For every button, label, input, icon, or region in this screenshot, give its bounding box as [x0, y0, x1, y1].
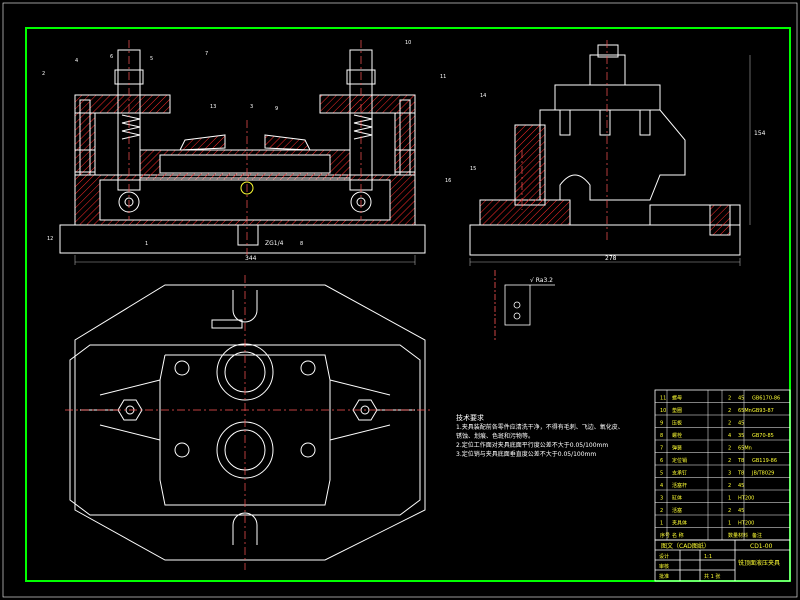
bom-cell-std: GB6170-86: [752, 396, 780, 402]
leader-label: 12: [47, 236, 53, 242]
bom-cell-name: 弹簧: [672, 445, 682, 452]
bom-cell-no: 5: [660, 471, 663, 477]
title-designer: 设计: [659, 553, 669, 560]
tech-note-line: 2.定位工作面对夹具底面平行度公差不大于0.05/100mm: [456, 442, 609, 449]
bom-cell-std: GB93-87: [752, 408, 774, 414]
bom-cell-std: GB119-86: [752, 458, 777, 464]
bom-cell-std: 备注: [752, 532, 762, 539]
bom-cell-no: 8: [660, 433, 663, 439]
bom-cell-std: GB70-85: [752, 433, 774, 439]
leader-label: 13: [210, 104, 216, 110]
side-height-dim: 154: [754, 130, 766, 137]
bom-cell-qty: 2: [728, 396, 731, 402]
bom-cell-no: 6: [660, 458, 663, 464]
bom-cell-qty: 2: [728, 508, 731, 514]
title-name: 铣顶面液压夹具: [738, 559, 780, 567]
leader-label: 16: [445, 178, 451, 184]
leader-label: 2: [42, 71, 45, 77]
leader-label: 15: [470, 166, 476, 172]
bom-cell-no: 11: [660, 396, 666, 402]
bom-cell-name: 垫圈: [672, 407, 682, 414]
bom-cell-name: 夹具体: [672, 520, 687, 527]
leader-label: 5: [150, 56, 153, 62]
tech-note-line: 锈蚀、划痕、色斑和污物等。: [456, 433, 535, 440]
bom-cell-no: 7: [660, 446, 663, 452]
bom-cell-mat: T8: [737, 471, 744, 477]
bom-cell-name: 名 称: [672, 532, 684, 539]
title-sheet: 共 1 张: [704, 573, 720, 580]
bom-cell-mat: 65Mn: [738, 408, 752, 414]
bom-cell-mat: 45: [738, 396, 744, 402]
title-org: 图文（CAD图纸）: [661, 542, 710, 550]
leader-label: 4: [75, 58, 78, 64]
bom-cell-qty: 数量: [728, 532, 738, 539]
drawing-border: [25, 27, 791, 582]
bom-cell-name: 定位销: [672, 457, 687, 464]
leader-label: 9: [275, 106, 278, 112]
bom-cell-qty: 3: [728, 471, 731, 477]
leader-label: 1: [145, 241, 148, 247]
front-width-dim: 344: [245, 255, 257, 262]
bom-cell-mat: T8: [737, 458, 744, 464]
bom-cell-no: 9: [660, 421, 663, 427]
side-view: [469, 44, 741, 256]
top-view: [69, 284, 426, 561]
bom-cell-name: 压板: [672, 420, 682, 427]
bom-cell-mat: 材料: [738, 532, 748, 539]
tech-note-line: 1.夹具装配前各零件应清洗干净，不得有毛刺、飞边、氧化皮、: [456, 424, 624, 431]
bom-cell-no: 4: [660, 483, 663, 489]
thread-label: ZG1/4: [265, 240, 284, 247]
leader-label: 7: [205, 51, 208, 57]
bom-cell-name: 支承钉: [672, 470, 687, 477]
bom-cell-no: 1: [660, 521, 663, 527]
bom-cell-std: JB/T8029: [751, 471, 774, 477]
title-scale: 1:1: [704, 554, 712, 560]
bom-cell-qty: 1: [728, 521, 731, 527]
bom-cell-no: 序号: [660, 532, 670, 539]
section-detail: [494, 270, 555, 340]
bom-cell-name: 活塞: [672, 507, 682, 514]
section-dim: √ Ra3.2: [530, 277, 553, 284]
bom-cell-mat: 65Mn: [738, 446, 752, 452]
title-checker: 审核: [659, 563, 669, 570]
bom-cell-mat: 35: [738, 433, 744, 439]
bom-cell-no: 3: [660, 496, 663, 502]
bom-cell-mat: HT200: [738, 496, 754, 502]
bom-cell-qty: 2: [728, 483, 731, 489]
tech-note-line: 3.定位销与夹具底面垂直度公差不大于0.05/100mm: [456, 451, 597, 458]
title-block: [654, 539, 791, 582]
bom-cell-name: 螺栓: [672, 432, 682, 439]
side-width-dim: 278: [605, 255, 617, 262]
bom-cell-qty: 1: [728, 496, 731, 502]
front-view: [59, 49, 426, 254]
tech-notes-title: 技术要求: [456, 414, 484, 422]
bom-cell-qty: 2: [728, 446, 731, 452]
bom-cell-mat: HT200: [738, 521, 754, 527]
bom-cell-mat: 45: [738, 508, 744, 514]
leader-label: 8: [300, 241, 303, 247]
bom-cell-mat: 45: [738, 483, 744, 489]
leader-label: 3: [250, 104, 253, 110]
bom-cell-name: 缸体: [672, 495, 682, 502]
leader-label: 6: [110, 54, 113, 60]
bom-cell-qty: 2: [728, 458, 731, 464]
title-approver: 批准: [659, 573, 669, 580]
bom-cell-no: 2: [660, 508, 663, 514]
bom-cell-qty: 2: [728, 408, 731, 414]
bom-cell-no: 10: [660, 408, 666, 414]
bom-cell-name: 活塞杆: [672, 482, 687, 489]
bom-cell-name: 螺母: [672, 395, 682, 402]
leader-label: 14: [480, 93, 486, 99]
leader-label: 10: [405, 40, 411, 46]
leader-label: 11: [440, 74, 446, 80]
bom-cell-mat: 45: [738, 421, 744, 427]
bom-cell-qty: 2: [728, 421, 731, 427]
technical-notes: 技术要求 1.夹具装配前各零件应清洗干净，不得有毛刺、飞边、氧化皮、 锈蚀、划痕…: [456, 414, 656, 459]
title-drawing-no: CD1-00: [750, 543, 773, 550]
bom-cell-qty: 4: [728, 433, 731, 439]
base-plate: [59, 224, 426, 254]
